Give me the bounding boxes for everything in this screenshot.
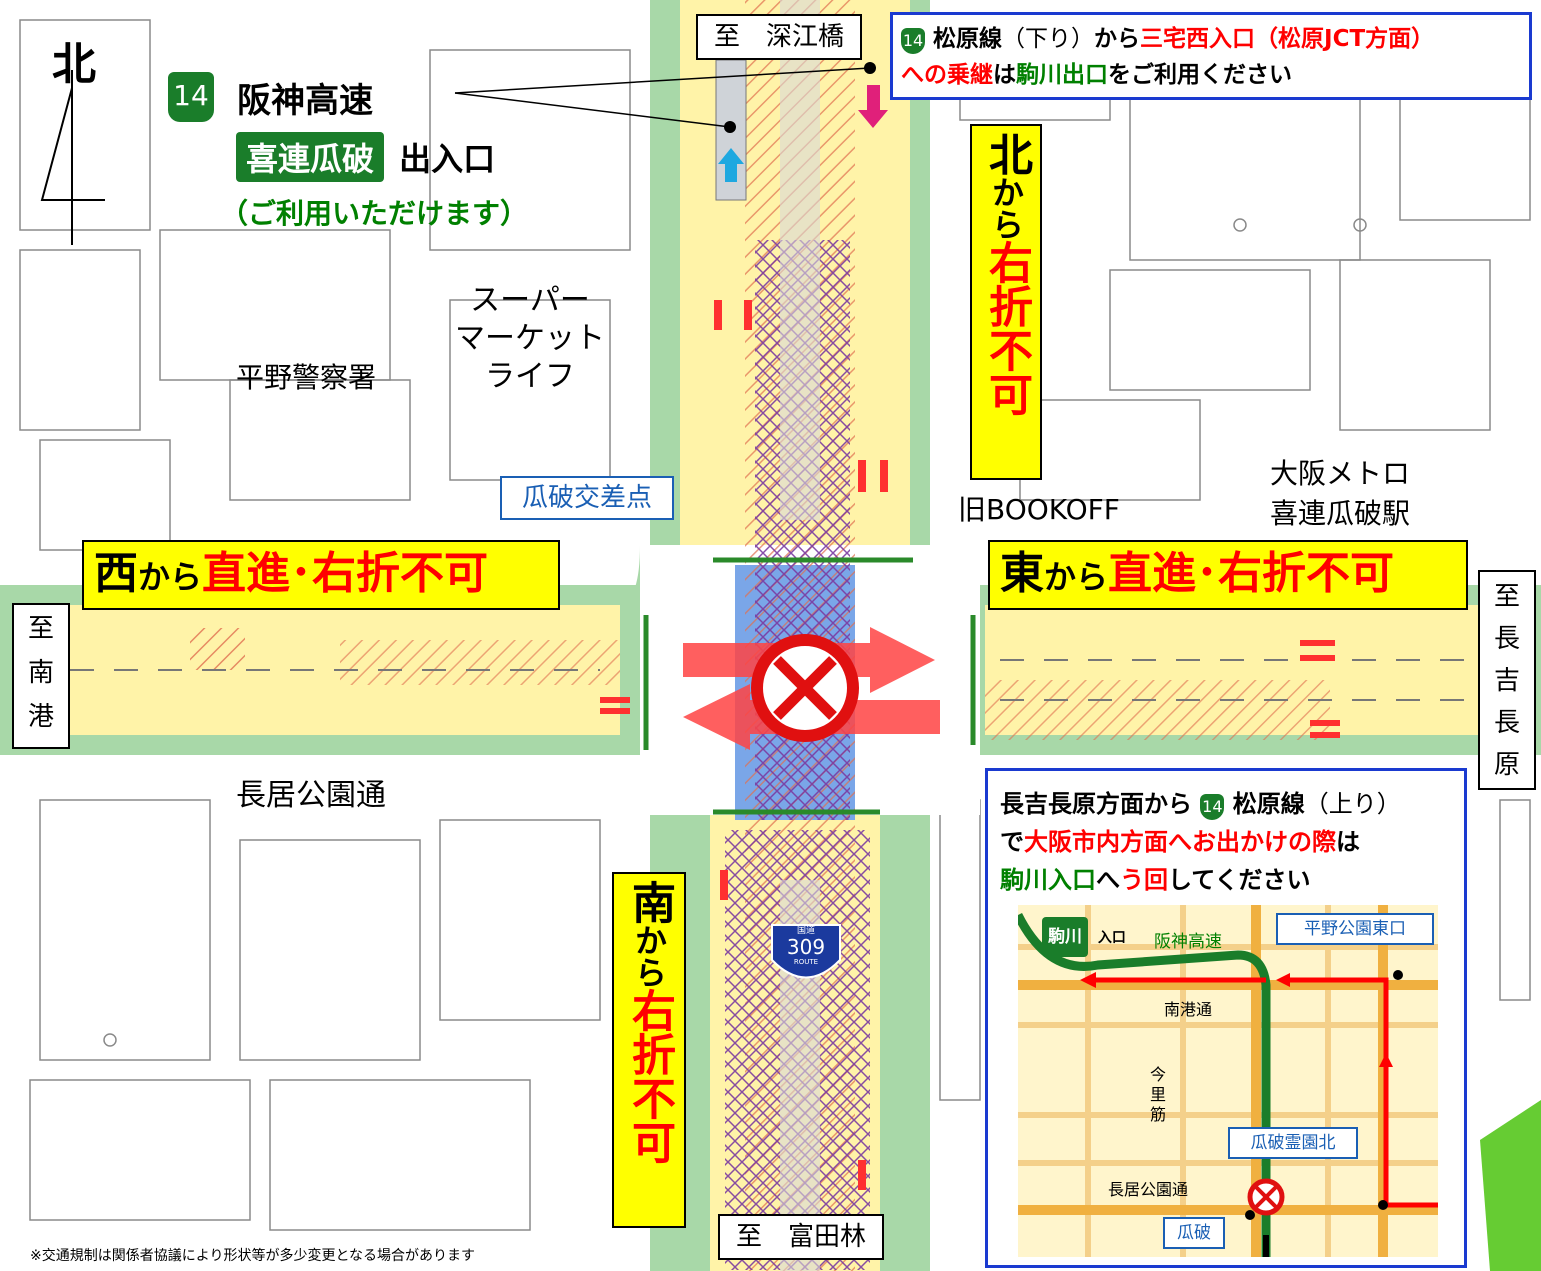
detour-route xyxy=(1088,977,1438,1208)
ramp-availability: （ご利用いただけます） xyxy=(220,197,529,230)
inset-nagai-dori: 長居公園通 xyxy=(1108,1180,1189,1199)
destination-west: 至 南 港 xyxy=(12,603,70,749)
detour-notice: 長吉長原方面から 14 松原線（上り） で大阪市内方面へお出かけの際は 駒川入口… xyxy=(985,768,1467,1268)
inset-map: 駒川 入口 阪神高速 平野公園東口 南港通 今 里 筋 瓜破霊園北 長居公園通 … xyxy=(1018,905,1438,1257)
ramp-suffix: 出入口 xyxy=(399,140,496,178)
landmark-bookoff: 旧BOOKOFF xyxy=(958,493,1120,526)
destination-east: 至 長 吉 長 原 xyxy=(1478,570,1536,790)
stop-lines xyxy=(643,557,976,815)
inset-nanko-dori: 南港通 xyxy=(1164,1000,1213,1019)
hanshin-label: 14 阪神高速 xyxy=(168,72,373,122)
compass-needle xyxy=(40,70,105,245)
destination-south: 至 富田林 xyxy=(718,1214,884,1260)
footnote: ※交通規制は関係者協議により形状等が多少変更となる場合があります xyxy=(30,1248,476,1264)
intersection-corner-nw xyxy=(620,545,640,605)
hanshin-expressway-line xyxy=(1018,912,1271,1257)
intersection-label: 瓜破交差点 xyxy=(500,476,674,520)
destination-north: 至 深江橋 xyxy=(696,14,862,60)
inset-uriwari: 瓜破 xyxy=(1163,1217,1225,1249)
landmark-metro: 大阪メトロ 喜連瓜破駅 xyxy=(1270,457,1411,530)
landmark-police: 平野警察署 xyxy=(236,361,377,394)
road-name-nagai: 長居公園通 xyxy=(236,778,386,813)
inset-hirano-east: 平野公園東口 xyxy=(1276,913,1434,945)
top-notice: 14 松原線（下り）から三宅西入口（松原JCT方面） への乗継は駒川出口をご利用… xyxy=(890,12,1532,100)
inset-hanshin-label: 阪神高速 xyxy=(1154,932,1222,952)
hanshin-name: 阪神高速 xyxy=(237,80,374,121)
building-outlines xyxy=(19,19,1531,1231)
leader-lines xyxy=(454,67,871,128)
lane-markings xyxy=(70,659,1480,701)
lane-arrows xyxy=(600,300,1340,1190)
compass-label: 北 xyxy=(52,39,96,90)
route-309-badge xyxy=(771,924,841,979)
restriction-north: 北から右折不可 xyxy=(970,124,1042,480)
detour-route-14-icon: 14 xyxy=(1200,794,1225,820)
route-14-icon: 14 xyxy=(168,72,214,122)
ramp-up-arrow xyxy=(718,148,744,182)
route-309-label: 国道 309 ROUTE xyxy=(786,926,826,966)
no-straight-sign xyxy=(751,634,859,742)
inset-imazato: 今 里 筋 xyxy=(1150,1065,1167,1124)
inset-roads xyxy=(1018,905,1438,1257)
restriction-west: 西から直進･右折不可 xyxy=(82,540,560,610)
ramp-name: 喜連瓜破 xyxy=(236,132,385,182)
inset-uriwari-north: 瓜破霊園北 xyxy=(1228,1127,1358,1159)
notice-route-14-icon: 14 xyxy=(901,28,925,54)
ramp-label: 喜連瓜破 出入口 xyxy=(236,132,495,182)
inset-komagawa-label: 駒川 入口 xyxy=(1042,917,1126,957)
ramp-down-arrow xyxy=(858,85,888,128)
restriction-south: 南から右折不可 xyxy=(612,872,686,1228)
landmark-supermarket: スーパー マーケット ライフ xyxy=(455,283,605,394)
green-strip xyxy=(1480,1100,1541,1271)
restriction-east: 東から直進･右折不可 xyxy=(988,540,1468,610)
inset-no-straight-sign xyxy=(1247,1178,1285,1216)
